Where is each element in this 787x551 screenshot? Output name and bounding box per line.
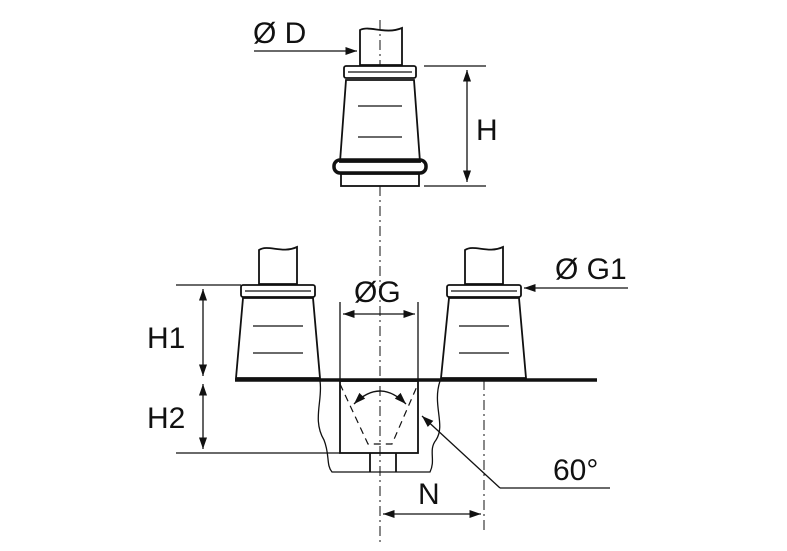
diameter-d-label: Ø D — [253, 17, 306, 50]
top-fitting — [332, 26, 428, 187]
height-h-dimension: H — [424, 65, 498, 187]
height-h1-label: H1 — [147, 322, 185, 355]
diameter-d-dimension: Ø D — [253, 17, 357, 56]
manifold-block — [235, 378, 597, 473]
angle-label: 60° — [553, 454, 598, 487]
left-fitting — [235, 245, 321, 379]
height-h1-dimension: H1 — [147, 284, 241, 376]
angle-leader: 60° — [421, 415, 610, 489]
height-h2-label: H2 — [147, 402, 185, 435]
height-h-label: H — [476, 114, 498, 147]
diameter-g-dimension: ØG — [339, 276, 419, 380]
diameter-g-label: ØG — [354, 276, 401, 309]
offset-n-label: N — [418, 478, 440, 511]
diameter-g1-label: Ø G1 — [555, 253, 627, 286]
offset-n-dimension: N — [383, 478, 481, 519]
height-h2-dimension: H2 — [147, 384, 340, 454]
diameter-g1-dimension: Ø G1 — [524, 253, 628, 293]
right-fitting — [440, 245, 527, 379]
